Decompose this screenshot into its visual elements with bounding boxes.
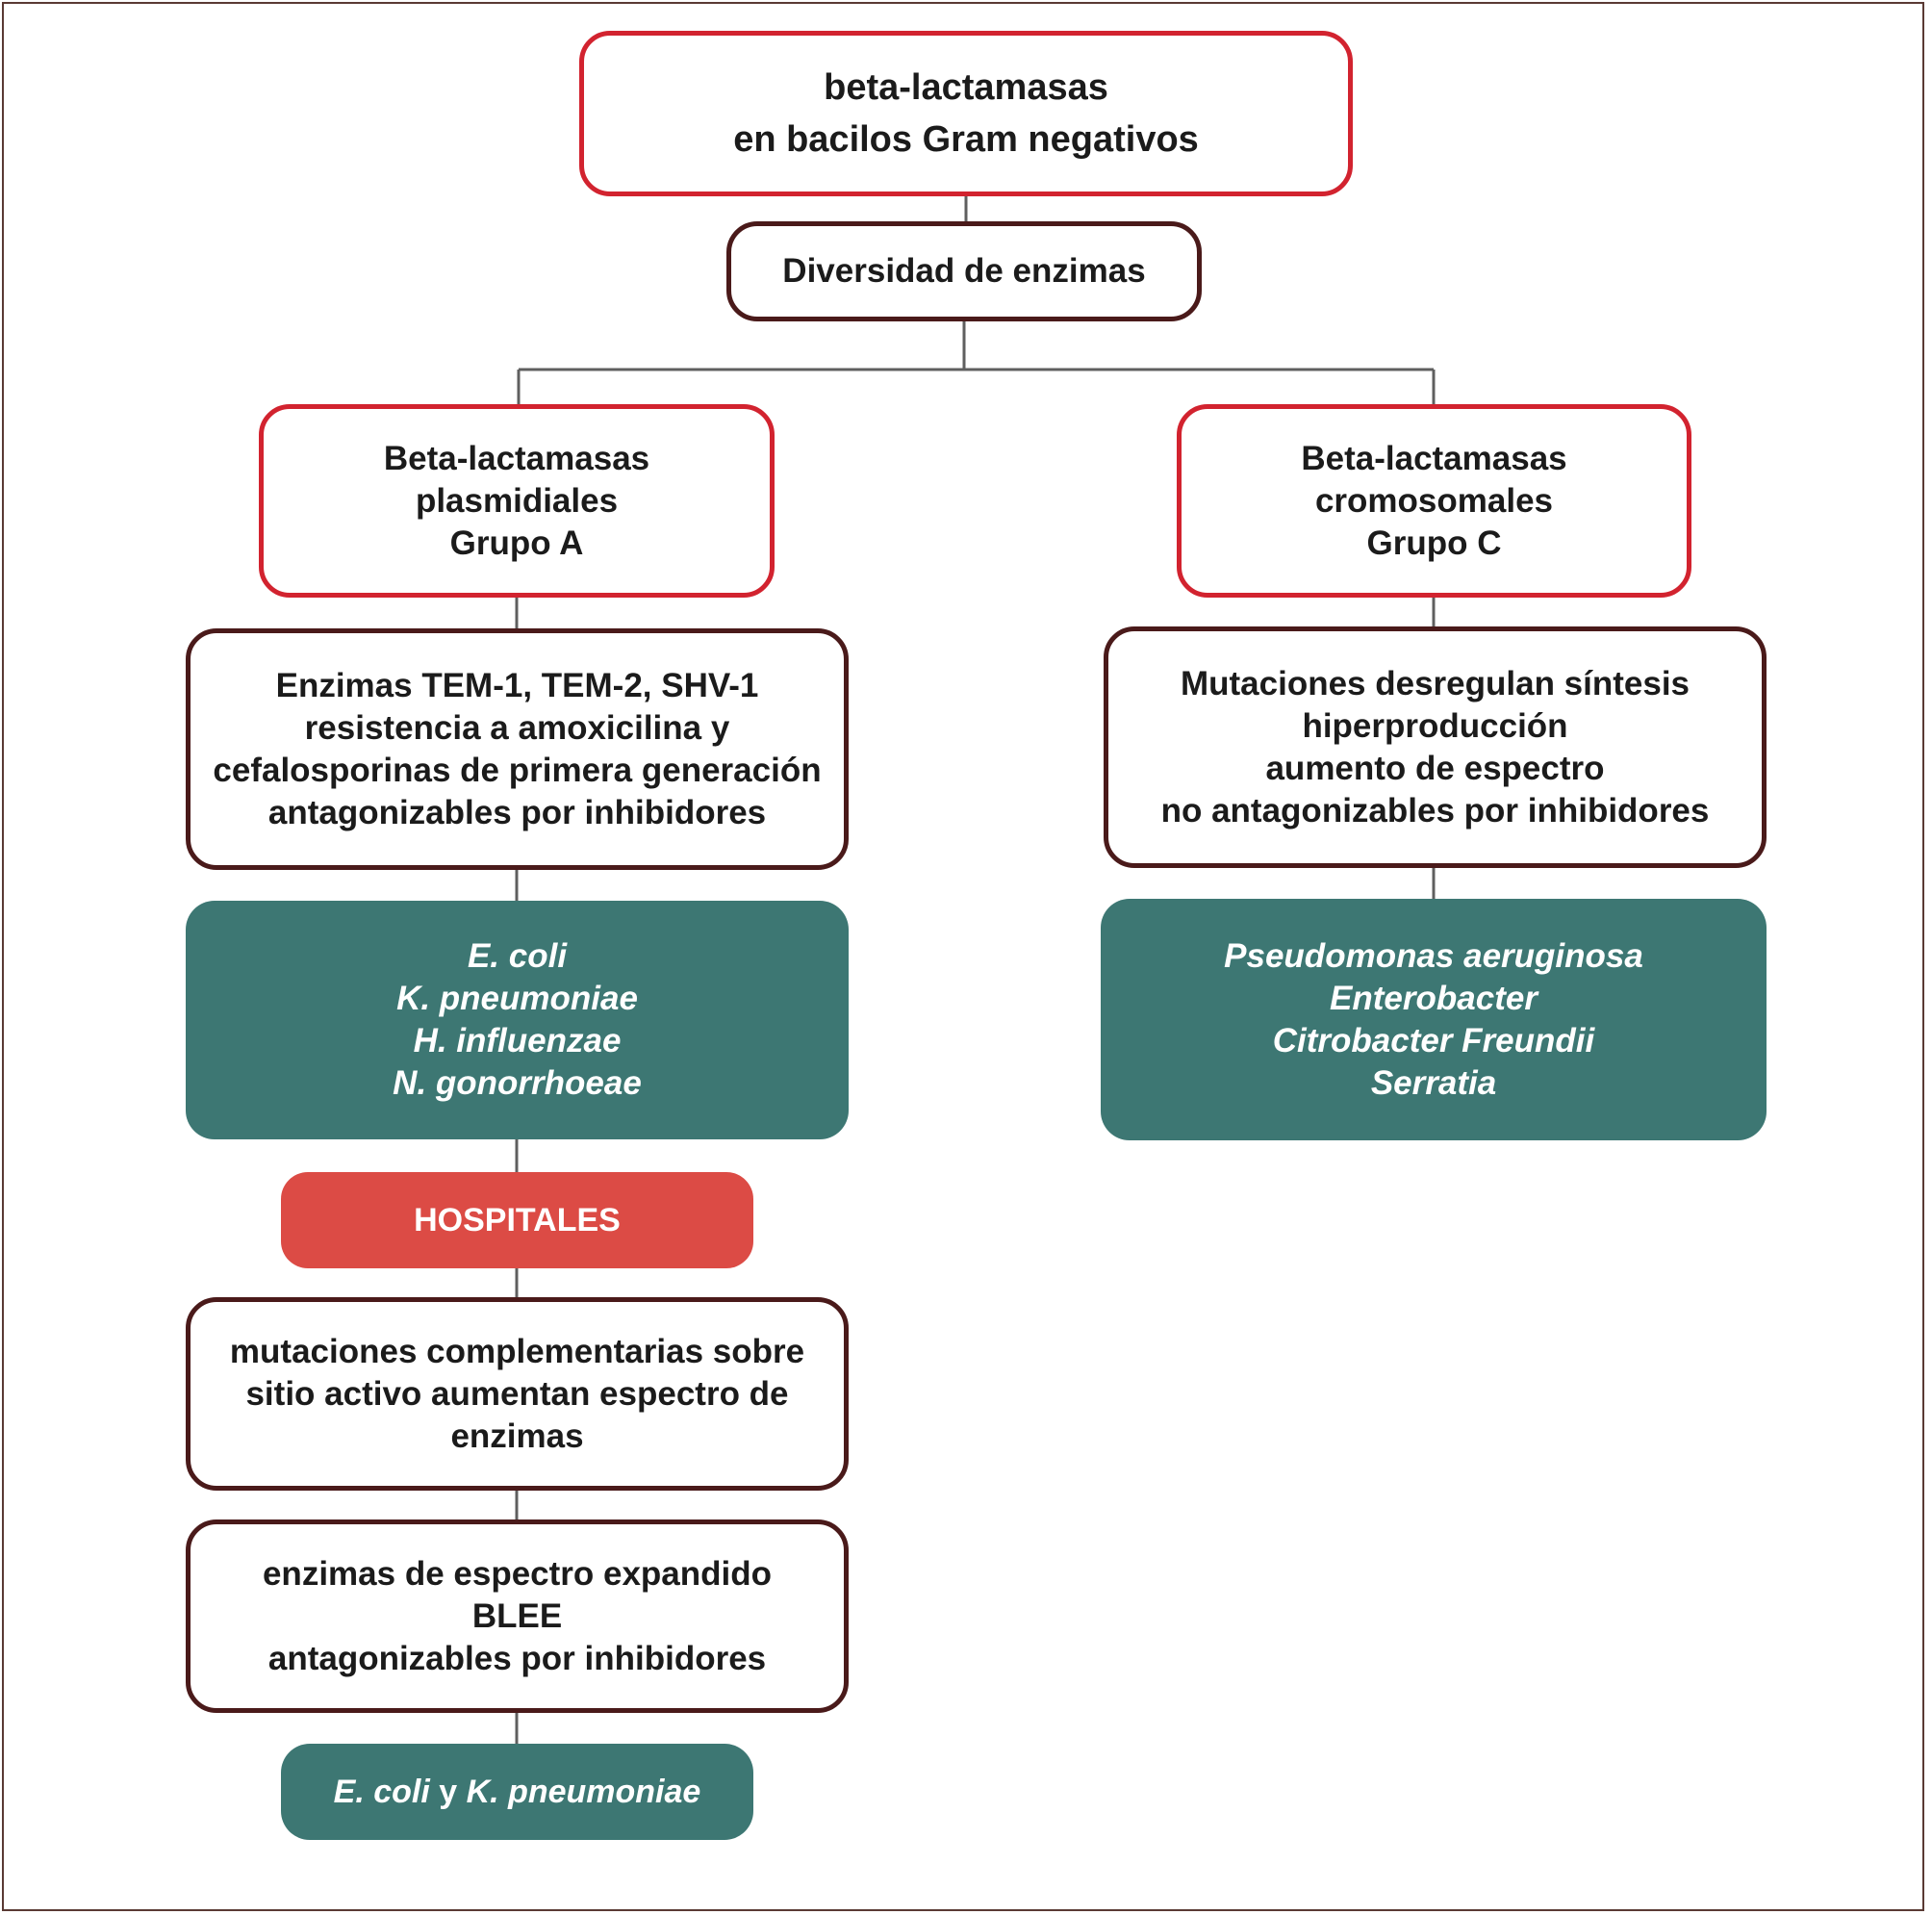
right-organism-2: Enterobacter	[1330, 979, 1538, 1017]
hospitals-label: HOSPITALES	[414, 1202, 621, 1238]
blee-line-1: enzimas de espectro expandido	[262, 1554, 773, 1593]
root-line-1: beta-lactamasas	[824, 67, 1108, 108]
blee-node: enzimas de espectro expandido BLEE antag…	[186, 1519, 849, 1713]
left-enzymes-node: Enzimas TEM-1, TEM-2, SHV-1 resistencia …	[186, 628, 849, 870]
final-organism-1: E. coli	[333, 1774, 430, 1810]
diversity-node: Diversidad de enzimas	[726, 221, 1202, 321]
left-group-line-1: Beta-lactamasas	[383, 439, 650, 477]
left-organism-2: K. pneumoniae	[396, 980, 638, 1017]
left-group-line-2: plasmidiales	[415, 481, 619, 520]
left-organism-1: E. coli	[467, 937, 568, 975]
root-node: beta-lactamasas en bacilos Gram negativo…	[579, 31, 1353, 196]
final-organisms-node: E. coli y K. pneumoniae	[281, 1744, 753, 1840]
final-organisms-connector: y	[439, 1774, 458, 1810]
left-organism-3: H. influenzae	[413, 1022, 622, 1060]
left-mutations-node: mutaciones complementarias sobre sitio a…	[186, 1297, 849, 1491]
right-mutations-node: Mutaciones desregulan síntesis hiperprod…	[1104, 626, 1767, 868]
left-enzymes-line-3: cefalosporinas de primera generación	[213, 751, 822, 789]
right-group-line-3: Grupo C	[1366, 523, 1502, 562]
left-group-line-3: Grupo A	[449, 523, 584, 562]
right-organisms-node: Pseudomonas aeruginosa Enterobacter Citr…	[1101, 899, 1767, 1140]
left-organism-4: N. gonorrhoeae	[393, 1064, 642, 1102]
left-enzymes-line-4: antagonizables por inhibidores	[267, 793, 767, 831]
left-enzymes-line-1: Enzimas TEM-1, TEM-2, SHV-1	[275, 666, 759, 704]
right-mutations-line-3: aumento de espectro	[1265, 749, 1605, 787]
right-organism-4: Serratia	[1370, 1063, 1497, 1102]
right-mutations-line-1: Mutaciones desregulan síntesis	[1180, 664, 1690, 702]
left-mutations-line-3: enzimas	[450, 1417, 584, 1455]
hospitals-badge: HOSPITALES	[281, 1172, 753, 1268]
diversity-label: Diversidad de enzimas	[782, 252, 1146, 290]
root-line-2: en bacilos Gram negativos	[733, 119, 1199, 160]
left-mutations-line-2: sitio activo aumentan espectro de	[245, 1374, 789, 1413]
right-group-node: Beta-lactamasas cromosomales Grupo C	[1177, 404, 1691, 598]
final-organism-2: K. pneumoniae	[466, 1774, 701, 1810]
left-enzymes-line-2: resistencia a amoxicilina y	[304, 708, 730, 747]
right-group-line-2: cromosomales	[1314, 481, 1554, 520]
blee-line-3: antagonizables por inhibidores	[267, 1639, 767, 1677]
left-organisms-node: E. coli K. pneumoniae H. influenzae N. g…	[186, 901, 849, 1139]
final-organisms-text: E. coli y K. pneumoniae	[334, 1771, 701, 1813]
left-mutations-line-1: mutaciones complementarias sobre	[229, 1332, 805, 1370]
right-mutations-line-2: hiperproducción	[1302, 706, 1568, 745]
left-group-node: Beta-lactamasas plasmidiales Grupo A	[259, 404, 775, 598]
right-mutations-line-4: no antagonizables por inhibidores	[1160, 791, 1710, 830]
right-group-line-1: Beta-lactamasas	[1301, 439, 1567, 477]
blee-line-2: BLEE	[471, 1596, 563, 1635]
right-organism-1: Pseudomonas aeruginosa	[1224, 936, 1643, 975]
right-organism-3: Citrobacter Freundii	[1272, 1021, 1595, 1060]
